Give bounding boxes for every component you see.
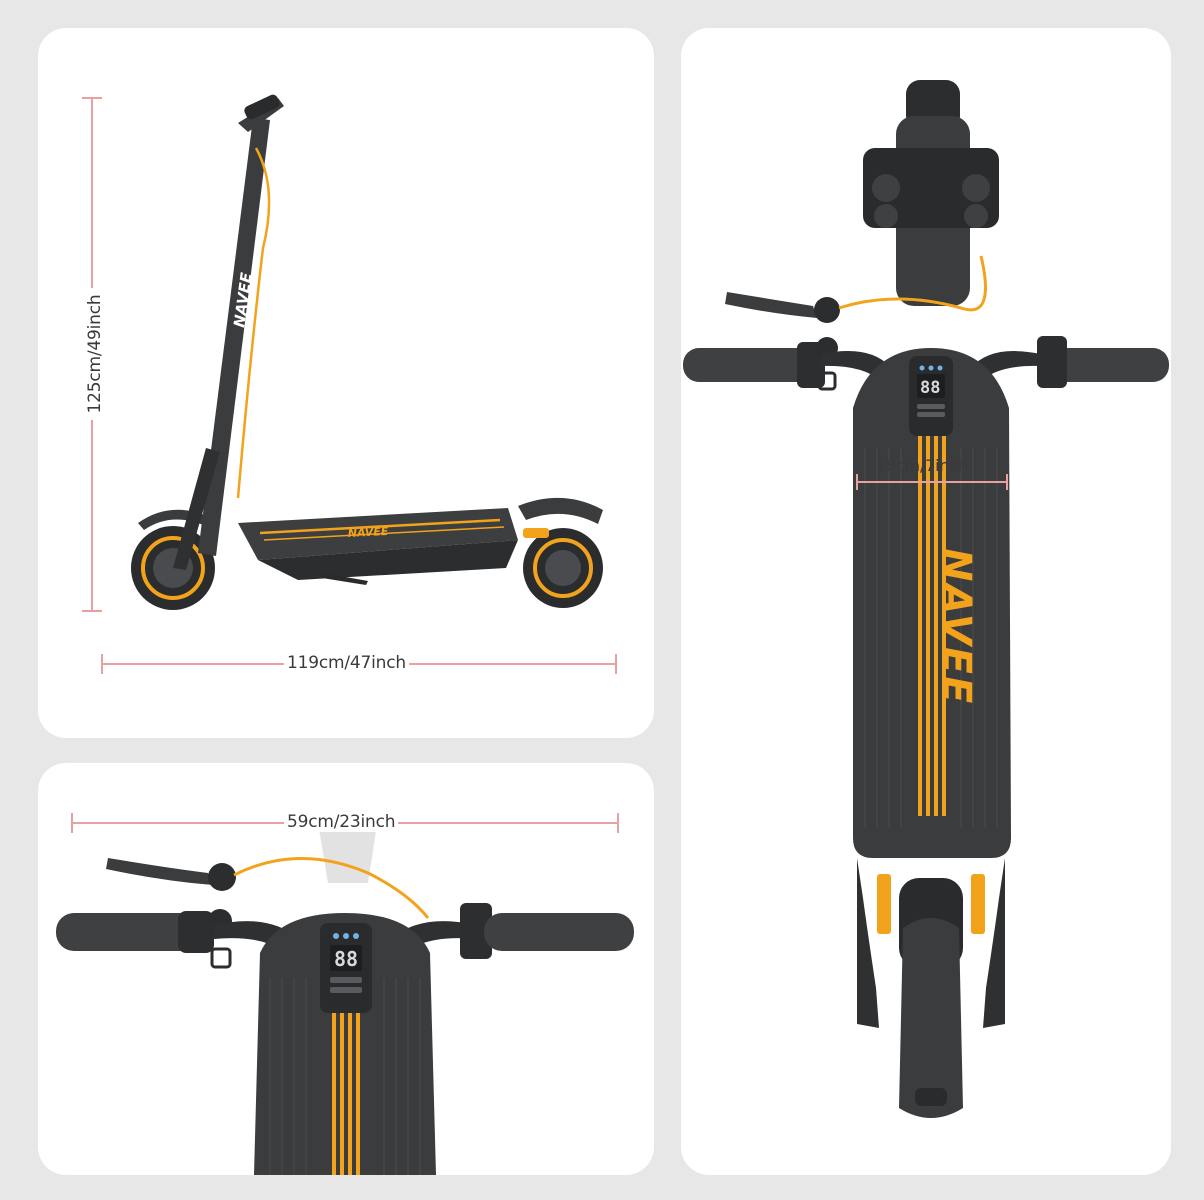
top-display-speed-glyph: 88 bbox=[920, 378, 940, 398]
handlebar-view-panel: 88 59cm/23inch bbox=[38, 763, 654, 1175]
side-view-panel: NAVEE NAVEE 125cm/49inch 119cm/47inch bbox=[38, 28, 654, 738]
height-dimension-label: 125cm/49inch bbox=[85, 288, 105, 420]
scooter-side bbox=[131, 94, 603, 610]
handlebar-width-dimension-label: 59cm/23inch bbox=[284, 812, 399, 832]
side-view-illustration: NAVEE NAVEE bbox=[82, 94, 617, 674]
deck-brand-logo: NAVEE bbox=[347, 525, 389, 540]
length-dimension-label: 119cm/47inch bbox=[284, 653, 409, 673]
deck-top-brand-logo: NAVEE bbox=[933, 548, 979, 705]
deck-width-dimension-line bbox=[856, 474, 1008, 490]
deck-width-dimension-label: 18cm/7inch bbox=[876, 456, 968, 475]
top-view-panel: 88 N bbox=[681, 28, 1171, 1175]
display-speed-glyph: 88 bbox=[334, 947, 358, 971]
handlebar-illustration: 88 bbox=[56, 811, 634, 1175]
top-view-illustration: 88 N bbox=[683, 80, 1169, 1118]
